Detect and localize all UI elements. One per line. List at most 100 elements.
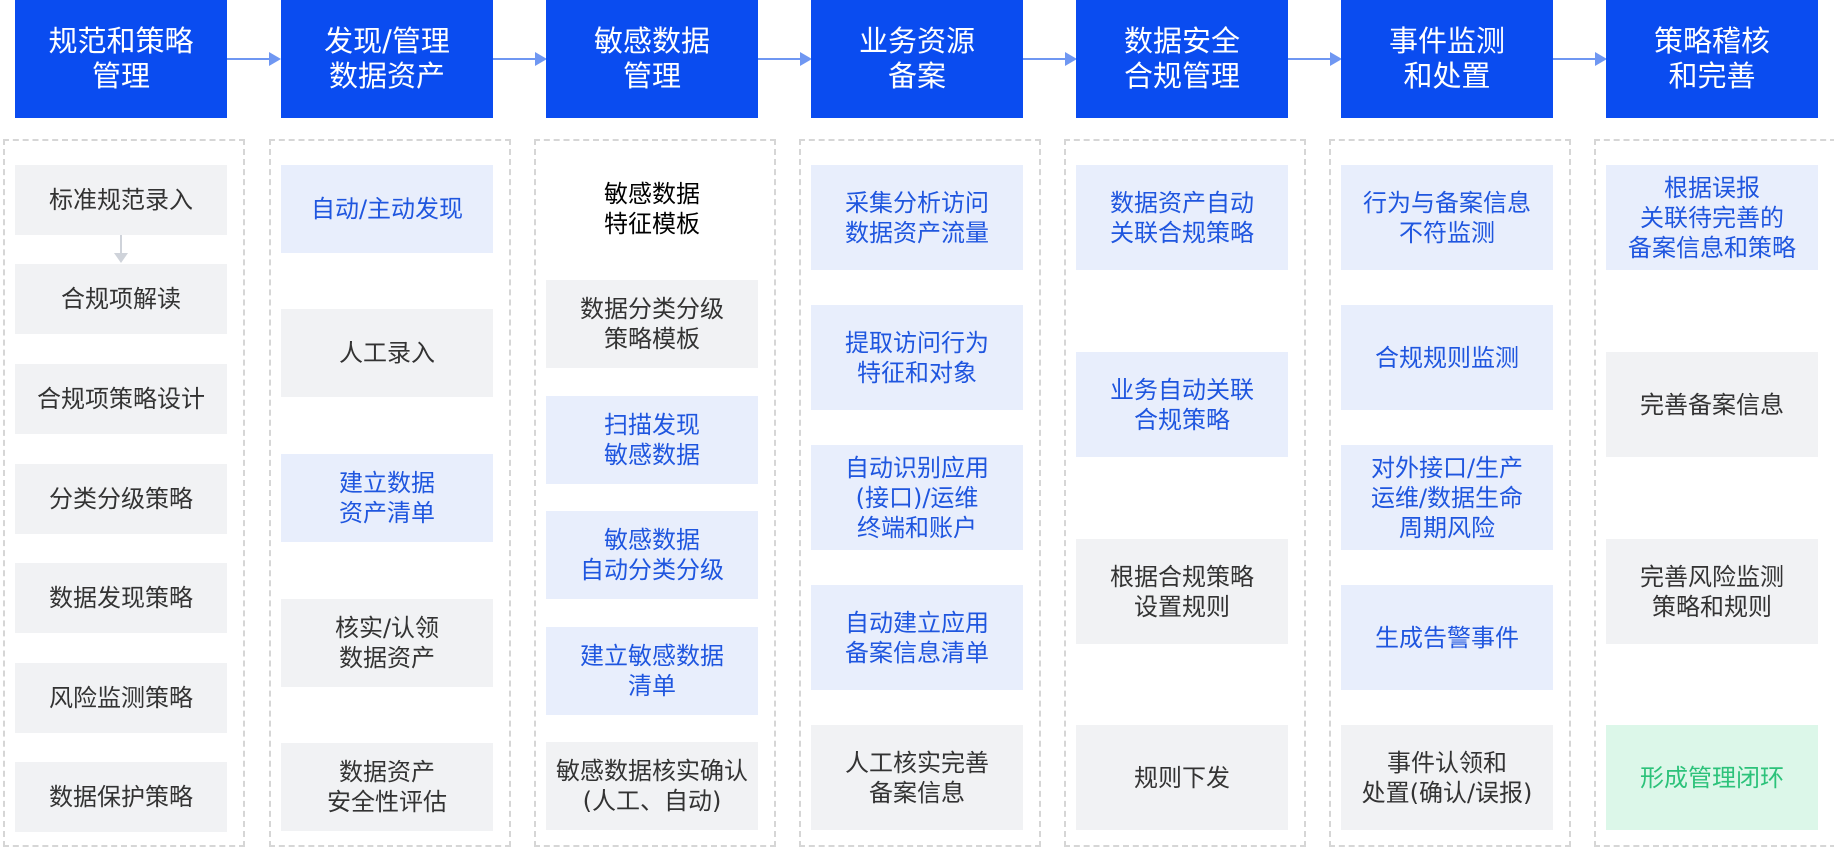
text-line: (人工、自动) <box>582 787 722 815</box>
text-line: 设置规则 <box>1134 592 1230 621</box>
text-line: 关联待完善的 <box>1640 203 1784 232</box>
text-line: 合规项解读 <box>61 285 181 313</box>
step-box: 分类分级策略 <box>15 464 227 534</box>
right-arrow-icon <box>758 51 812 67</box>
text-line: 行为与备案信息 <box>1363 188 1531 217</box>
text-line: 不符监测 <box>1399 218 1495 247</box>
text-line: 数据资产自动 <box>1110 188 1254 217</box>
step-box: 完善备案信息 <box>1606 352 1818 457</box>
text-line: 周期风险 <box>1399 513 1495 542</box>
stage-header: 规范和策略管理 <box>15 0 227 118</box>
text-line: 扫描发现 <box>604 411 700 439</box>
step-box: 数据发现策略 <box>15 563 227 633</box>
step-box: 建立数据资产清单 <box>281 454 493 542</box>
text-line: 根据误报 <box>1664 173 1760 202</box>
text-line: 数据发现策略 <box>49 584 193 612</box>
step-box: 数据保护策略 <box>15 762 227 832</box>
step-box: 合规项解读 <box>15 264 227 334</box>
text-line: 管理 <box>622 59 681 93</box>
right-arrow-icon <box>227 51 281 67</box>
text-line: 提取访问行为 <box>845 328 989 357</box>
right-arrow-icon <box>1023 51 1077 67</box>
step-box: 风险监测策略 <box>15 663 227 733</box>
text-line: 核实/认领 <box>334 614 440 642</box>
stage-column <box>799 139 1041 847</box>
text-line: 建立敏感数据 <box>580 642 724 670</box>
text-line: 和完善 <box>1668 59 1756 93</box>
stage-header: 敏感数据管理 <box>546 0 758 118</box>
text-line: 敏感数据 <box>604 441 700 469</box>
text-line: 数据资产 <box>328 59 445 93</box>
step-box: 人工录入 <box>281 309 493 397</box>
text-line: 分类分级策略 <box>49 485 193 513</box>
stage-header: 发现/管理数据资产 <box>281 0 493 118</box>
step-box: 敏感数据核实确认(人工、自动) <box>546 742 758 830</box>
text-line: 合规规则监测 <box>1375 343 1519 372</box>
stage-header: 事件监测和处置 <box>1341 0 1553 118</box>
step-box: 扫描发现敏感数据 <box>546 396 758 484</box>
stage-column <box>534 139 776 847</box>
step-box: 合规项策略设计 <box>15 364 227 434</box>
text-line: 合规项策略设计 <box>37 385 205 413</box>
step-box: 对外接口/生产运维/数据生命周期风险 <box>1341 445 1553 550</box>
text-line: 完善备案信息 <box>1640 390 1784 419</box>
text-line: 策略稽核 <box>1653 24 1770 58</box>
step-box: 采集分析访问数据资产流量 <box>811 165 1023 270</box>
text-line: 备案信息 <box>869 778 965 807</box>
text-line: 完善风险监测 <box>1640 562 1784 591</box>
text-line: 资产清单 <box>339 499 435 527</box>
text-line: 特征模板 <box>604 210 700 238</box>
stage-header: 数据安全合规管理 <box>1076 0 1288 118</box>
stage-header: 业务资源备案 <box>811 0 1023 118</box>
text-line: 特征和对象 <box>857 358 977 387</box>
step-box: 建立敏感数据清单 <box>546 627 758 715</box>
text-line: 自动识别应用 <box>845 453 989 482</box>
step-box: 敏感数据特征模板 <box>546 165 758 253</box>
step-box: 人工核实完善备案信息 <box>811 725 1023 830</box>
text-line: 建立数据 <box>339 469 435 497</box>
text-line: 业务资源 <box>858 24 975 58</box>
text-line: 数据分类分级 <box>580 295 724 323</box>
text-line: 敏感数据 <box>604 526 700 554</box>
text-line: 发现/管理 <box>324 24 450 58</box>
text-line: 对外接口/生产 <box>1370 453 1524 482</box>
step-box: 自动/主动发现 <box>281 165 493 253</box>
step-box: 数据分类分级策略模板 <box>546 280 758 368</box>
text-line: 策略和规则 <box>1652 592 1772 621</box>
stage-column <box>269 139 511 847</box>
text-line: 安全性评估 <box>327 788 447 816</box>
text-line: 业务自动关联 <box>1110 375 1254 404</box>
step-box: 形成管理闭环 <box>1606 725 1818 830</box>
text-line: 策略模板 <box>604 325 700 353</box>
step-box: 行为与备案信息不符监测 <box>1341 165 1553 270</box>
step-box: 自动识别应用(接口)/运维终端和账户 <box>811 445 1023 550</box>
right-arrow-icon <box>1288 51 1342 67</box>
stage-column <box>3 139 245 847</box>
text-line: 规范和策略 <box>48 24 194 58</box>
text-line: 根据合规策略 <box>1110 562 1254 591</box>
text-line: 标准规范录入 <box>49 186 193 214</box>
step-box: 自动建立应用备案信息清单 <box>811 585 1023 690</box>
down-arrow-icon <box>113 235 129 267</box>
text-line: 处置(确认/误报) <box>1361 778 1533 807</box>
text-line: 数据资产 <box>339 758 435 786</box>
text-line: 风险监测策略 <box>49 684 193 712</box>
step-box: 敏感数据自动分类分级 <box>546 511 758 599</box>
text-line: 备案信息清单 <box>845 638 989 667</box>
text-line: 敏感数据 <box>593 24 710 58</box>
stage-column <box>1329 139 1571 847</box>
text-line: 合规管理 <box>1123 59 1240 93</box>
right-arrow-icon <box>493 51 547 67</box>
text-line: 数据资产流量 <box>845 218 989 247</box>
step-box: 根据合规策略设置规则 <box>1076 539 1288 644</box>
text-line: 敏感数据核实确认 <box>556 757 748 785</box>
text-line: 数据资产 <box>339 644 435 672</box>
text-line: 人工录入 <box>339 339 435 367</box>
text-line: 生成告警事件 <box>1375 623 1519 652</box>
stage-column <box>1064 139 1306 847</box>
text-line: 数据安全 <box>1123 24 1240 58</box>
text-line: 运维/数据生命 <box>1370 483 1524 512</box>
text-line: 事件认领和 <box>1387 748 1507 777</box>
text-line: (接口)/运维 <box>855 483 979 512</box>
